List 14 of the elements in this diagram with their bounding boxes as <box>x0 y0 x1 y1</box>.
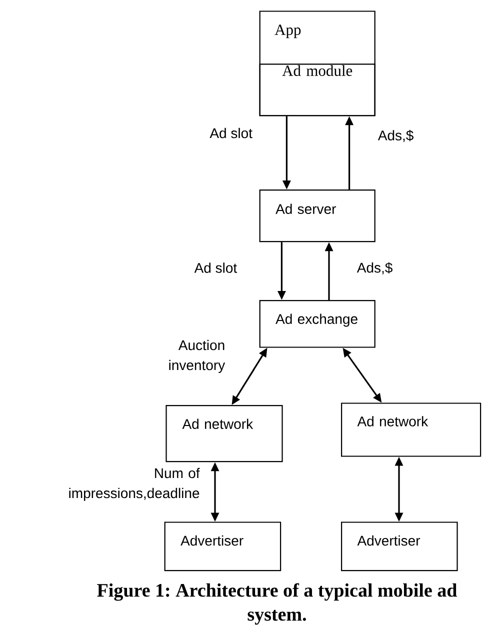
component-box: Ad exchange <box>259 300 376 348</box>
edge-label: Num of impressions,deadline <box>62 466 201 502</box>
edge-label: Ad slot <box>208 126 254 140</box>
edge-label: Ads,$ <box>356 261 394 276</box>
edge-label: Auction inventory <box>160 338 226 374</box>
component-box: Advertiser <box>164 522 282 572</box>
caption: Figure 1: Architecture of a typical mobile ad system. <box>97 583 457 625</box>
compartment-box: Ad module <box>259 64 376 116</box>
component-box: Ad server <box>259 190 376 242</box>
component-box: Ad network <box>341 402 482 457</box>
edge-label: Ad slot <box>193 262 238 274</box>
component-box: Advertiser <box>341 522 458 572</box>
component-box: Ad network <box>166 405 283 462</box>
edge-label: Ads,$ <box>376 128 415 144</box>
